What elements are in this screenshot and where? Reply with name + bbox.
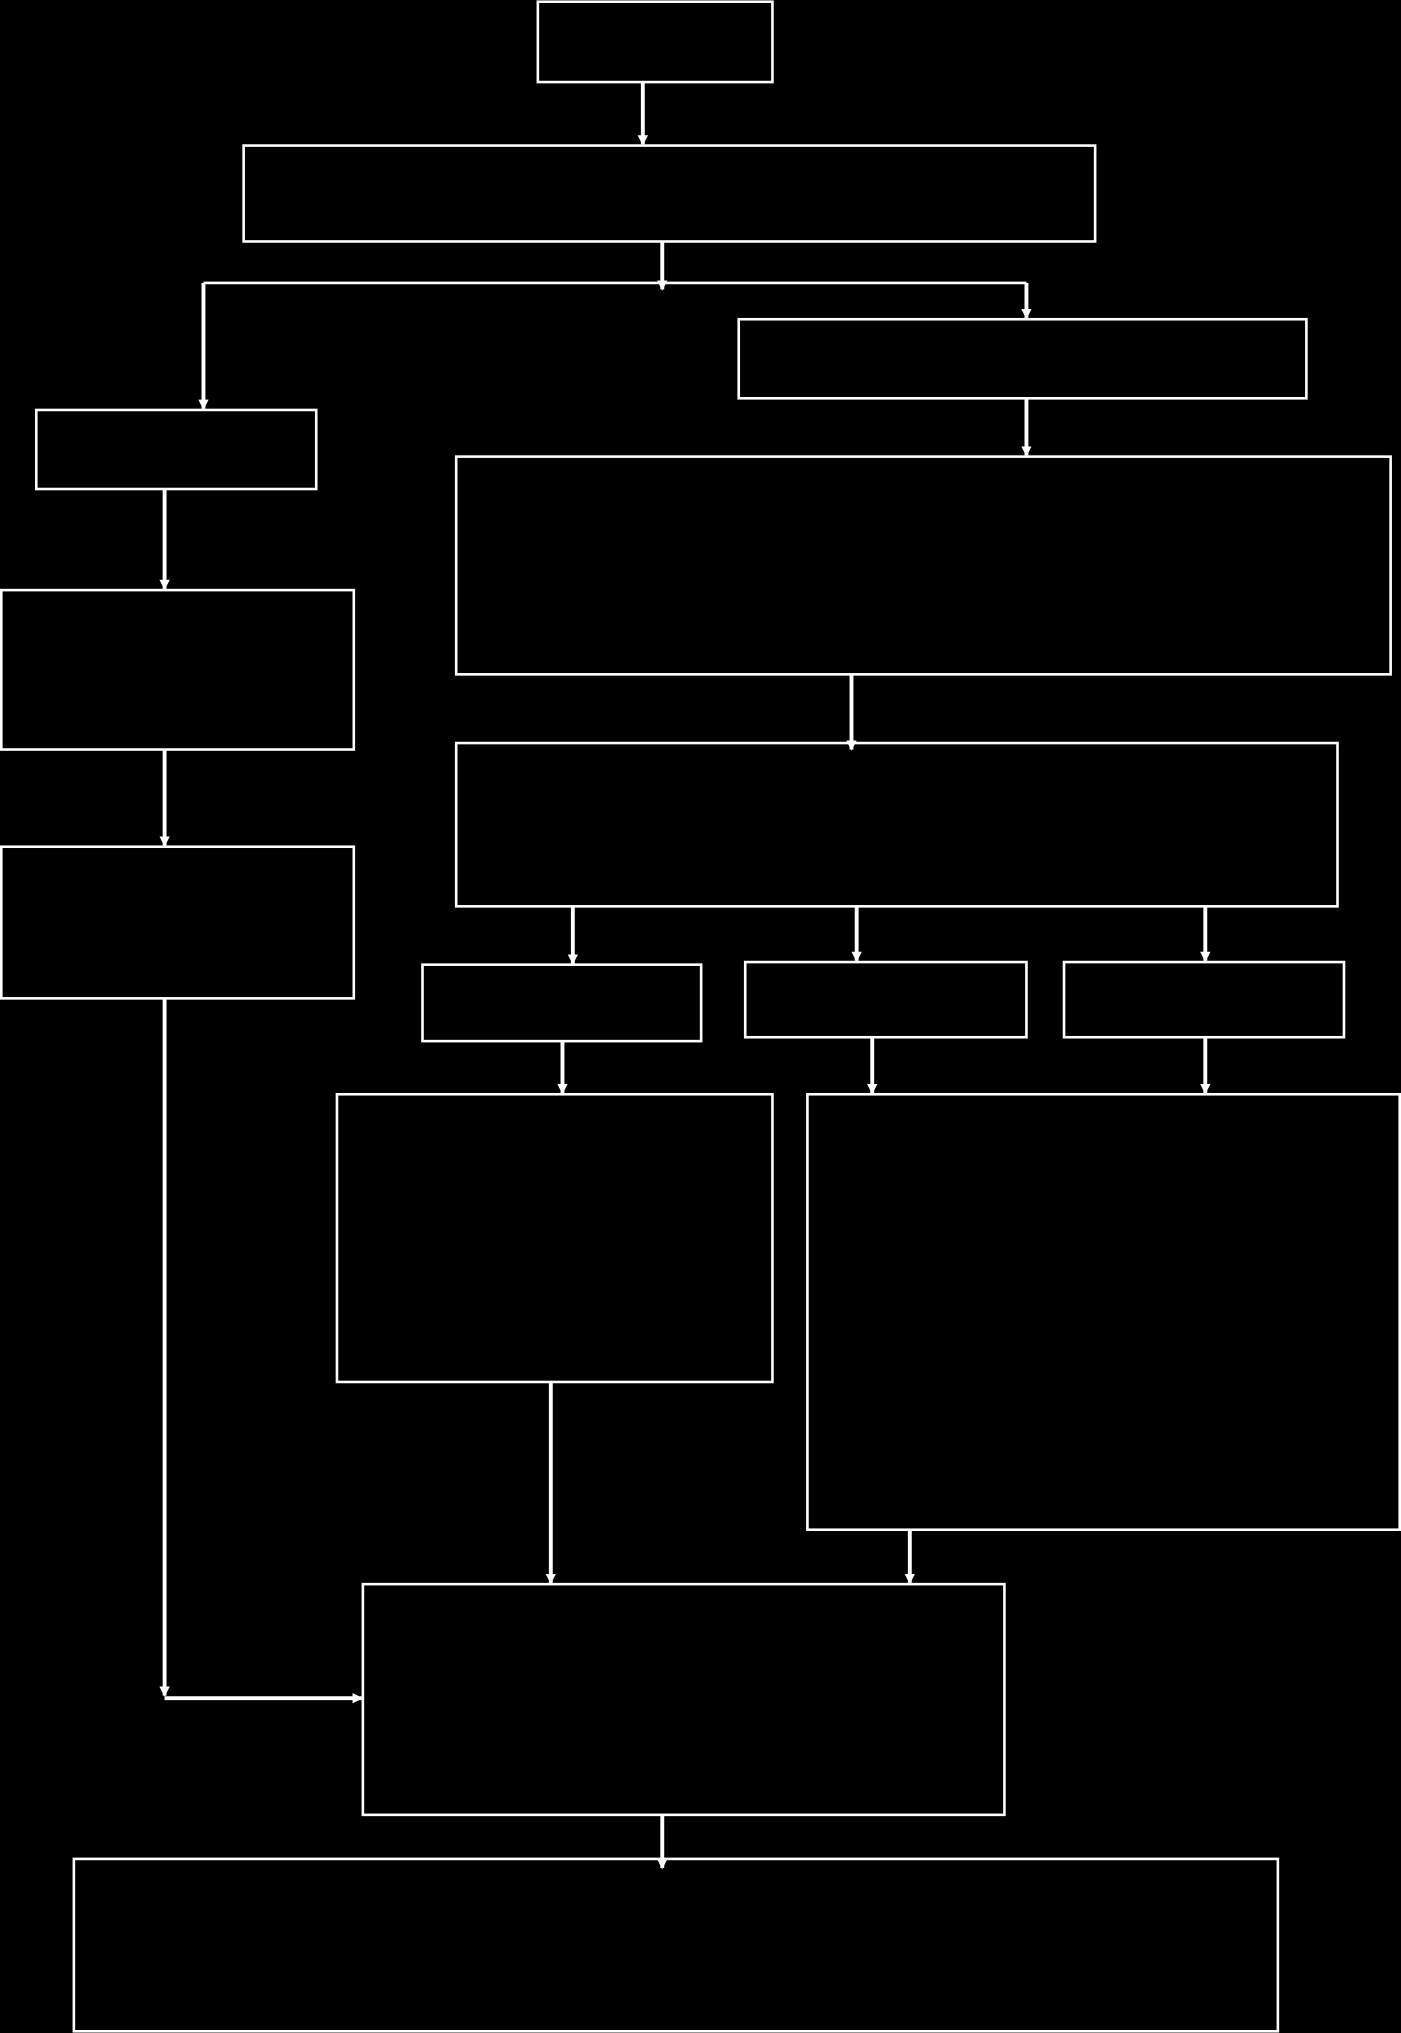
- flow-box-12: [335, 1092, 774, 1384]
- box-outline: [421, 963, 703, 1043]
- flow-box-3: [737, 317, 1308, 400]
- box-outline: [536, 0, 774, 84]
- box-outline: [335, 1092, 774, 1384]
- flow-box-6: [0, 588, 356, 751]
- flow-box-10: [743, 960, 1028, 1039]
- box-outline: [743, 960, 1028, 1039]
- box-outline: [0, 588, 356, 751]
- flow-box-9: [421, 963, 703, 1043]
- flow-box-14: [361, 1582, 1006, 1817]
- connectors: [159, 82, 1211, 1870]
- flow-box-1: [536, 0, 774, 84]
- box-outline: [242, 144, 1097, 243]
- flow-box-15: [72, 1857, 1280, 2033]
- box-outline: [34, 408, 318, 491]
- flow-box-8: [0, 845, 356, 1000]
- box-outline: [454, 455, 1392, 676]
- box-outline: [454, 741, 1339, 908]
- box-outline: [737, 317, 1308, 400]
- flow-box-5: [454, 455, 1392, 676]
- flow-box-13: [806, 1092, 1401, 1532]
- box-outline: [1062, 960, 1346, 1039]
- box-outline: [806, 1092, 1401, 1532]
- box-outline: [0, 845, 356, 1000]
- flow-box-4: [34, 408, 318, 491]
- flow-box-7: [454, 741, 1339, 908]
- box-outline: [361, 1582, 1006, 1817]
- flow-box-2: [242, 144, 1097, 243]
- flow-box-11: [1062, 960, 1346, 1039]
- box-outline: [72, 1857, 1280, 2033]
